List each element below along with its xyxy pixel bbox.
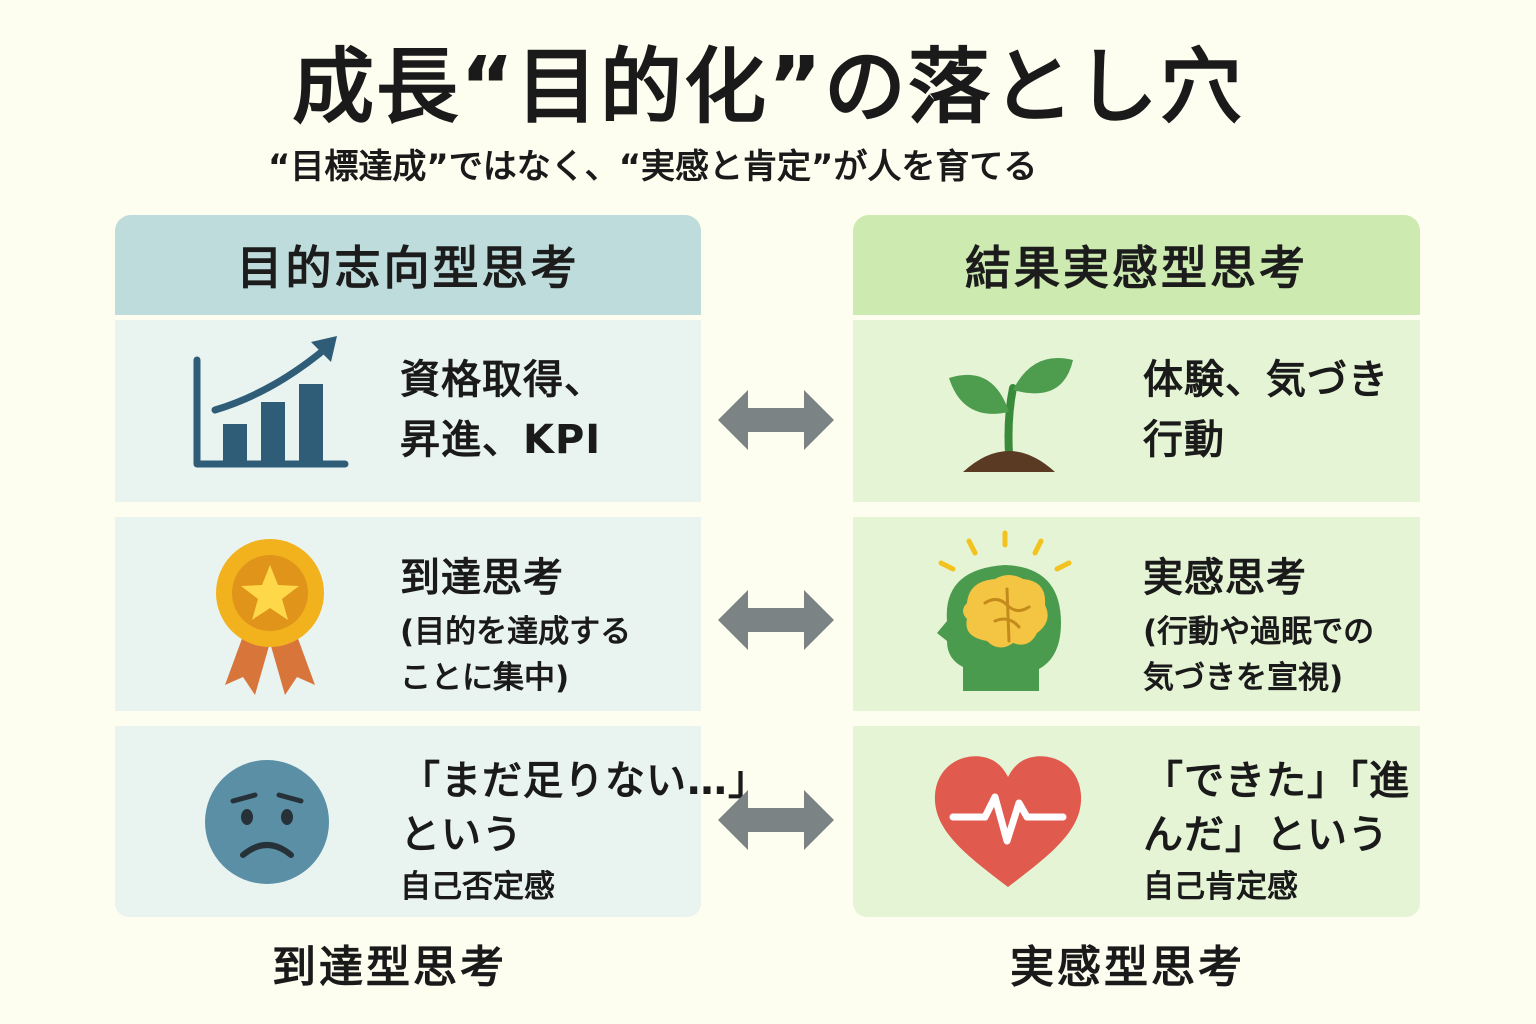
sad-face-icon (205, 759, 329, 884)
left-row-1-line-1: 資格取得、 (400, 357, 605, 403)
right-column-header: 結果実感型思考 (853, 215, 1420, 315)
double-arrow-icon (718, 590, 834, 650)
right-footer-label: 実感型思考 (1010, 942, 1245, 993)
left-row-1-line-2: 昇進、KPI (400, 417, 602, 463)
right-row-2-line-3: 気づきを宣視) (1143, 660, 1344, 696)
left-column-header: 目的志向型思考 (115, 215, 701, 315)
left-row-1: 資格取得、 昇進、KPI (115, 320, 701, 502)
left-row-2: 到達思考 (目的を達成する ことに集中) (115, 517, 701, 711)
bar-chart-growth-icon (193, 336, 349, 468)
page-subtitle: “目標達成”ではなく、“実感と肯定”が人を育てる (268, 147, 1038, 187)
left-row-2-line-3: ことに集中) (400, 660, 570, 696)
right-row-1: 体験、気づき 行動 (853, 320, 1420, 502)
right-row-3-line-1: 「できた」「進 (1143, 758, 1410, 804)
page-title: 成長“目的化”の落とし穴 (292, 40, 1244, 135)
left-column: 目的志向型思考 資格取得、 昇進、KPI 到達思考 (目的を達成する ことに集中… (115, 215, 768, 917)
right-row-3-line-3: 自己肯定感 (1143, 869, 1298, 905)
left-footer-label: 到達型思考 (272, 942, 507, 993)
right-row-1-line-1: 体験、気づき (1143, 357, 1389, 403)
right-column: 結果実感型思考 体験、気づき 行動 実感思考 (853, 215, 1420, 917)
medal-icon (216, 539, 324, 695)
left-row-3-line-1: 「まだ足りない…」 (400, 758, 769, 804)
left-row-2-line-2: (目的を達成する (400, 614, 632, 650)
left-row-3: 「まだ足りない…」 という 自己否定感 (115, 726, 769, 917)
right-row-1-line-2: 行動 (1143, 417, 1225, 463)
left-row-2-line-1: 到達思考 (400, 555, 564, 601)
left-row-3-line-2: という (400, 812, 523, 858)
right-row-3: 「できた」「進 んだ」という 自己肯定感 (853, 726, 1420, 917)
right-row-2-line-1: 実感思考 (1143, 555, 1307, 601)
right-row-2: 実感思考 (行動や過眠での 気づきを宣視) (853, 517, 1420, 711)
right-row-2-line-2: (行動や過眠での (1143, 614, 1375, 650)
double-arrow-icon (718, 790, 834, 850)
double-arrow-icon (718, 390, 834, 450)
right-row-3-line-2: んだ」という (1143, 812, 1389, 858)
left-row-3-line-3: 自己否定感 (400, 869, 555, 905)
brain-head-icon (937, 530, 1072, 691)
heart-pulse-icon (934, 755, 1082, 887)
sprout-icon (949, 358, 1073, 472)
